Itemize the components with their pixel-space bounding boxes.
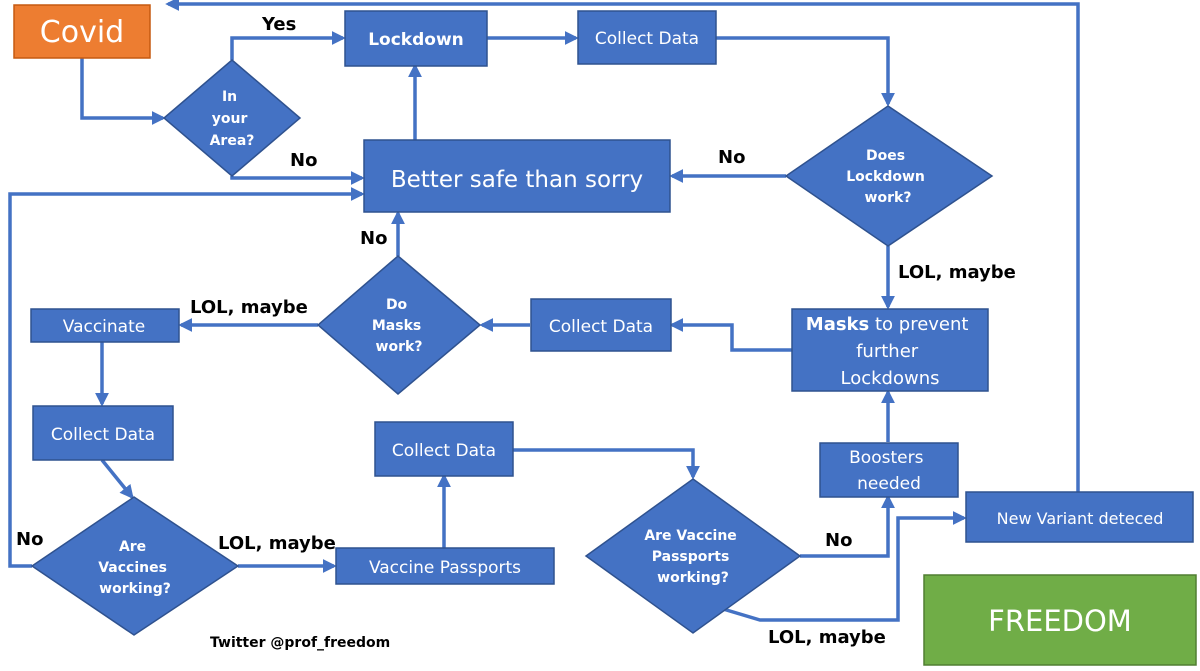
node-do-masks-work: Do Masks work? [316, 255, 482, 395]
credit-text: Twitter @prof_freedom [210, 635, 390, 651]
node-collect-data-2-label: Collect Data [549, 317, 653, 337]
node-lockdown: Lockdown [344, 10, 488, 67]
node-vaccinate: Vaccinate [30, 308, 180, 343]
node-masks-line-1-rest: to prevent [869, 314, 968, 335]
edge-collect-data-1-to-lockdown-work [716, 36, 895, 107]
svg-text:In your Area?: In your Area? [210, 89, 255, 149]
node-are-passports-working: Are Vaccine Passports working? [584, 478, 802, 634]
node-in-your-area-line-1: In [222, 89, 237, 105]
node-collect-data-3: Collect Data [32, 405, 174, 461]
node-freedom-label: FREEDOM [988, 604, 1132, 638]
edge-area-no-to-better-safe [230, 171, 365, 185]
node-passports-working-line-3: working? [657, 570, 729, 586]
svg-text:Boosters needed: Boosters needed [849, 448, 929, 494]
edge-collect-data-4-to-passports-working [513, 448, 700, 480]
node-vaccine-passports-label: Vaccine Passports [369, 558, 521, 578]
node-vaccinate-label: Vaccinate [63, 317, 145, 337]
label-vaccines-no: No [16, 529, 43, 550]
svg-text:Do Masks work?: Do Masks work? [372, 297, 426, 355]
svg-text:Are Vaccines w: Are Vaccines working? [98, 539, 172, 597]
node-freedom: FREEDOM [923, 574, 1197, 666]
edges [8, 0, 1080, 622]
node-new-variant: New Variant deteced [965, 491, 1194, 543]
node-does-lockdown-work-line-2: Lockdown [846, 169, 925, 185]
node-better-safe-label: Better safe than sorry [391, 167, 643, 193]
node-covid: Covid [13, 4, 151, 59]
node-are-vaccines-working: Are Vaccines working? [30, 496, 240, 636]
node-do-masks-work-line-3: work? [376, 339, 423, 355]
node-covid-label: Covid [40, 15, 124, 50]
node-passports-working-line-2: Passports [652, 549, 730, 565]
label-masks-maybe: LOL, maybe [190, 297, 308, 318]
node-collect-data-1: Collect Data [577, 10, 717, 65]
node-masks-line-2: further [856, 341, 919, 362]
node-masks-line-3: Lockdowns [841, 368, 940, 389]
edge-covid-to-area [80, 58, 166, 125]
label-area-no: No [290, 150, 317, 171]
edge-collect-data-3-to-vaccines-working [100, 458, 134, 500]
node-collect-data-4: Collect Data [374, 421, 514, 477]
edge-masks-to-collect-data-2 [669, 318, 792, 352]
edge-passports-no-to-boosters [800, 494, 895, 558]
node-does-lockdown-work-line-1: Does [866, 148, 905, 164]
nodes: Covid In your Area? Lockdown Collect Dat… [13, 4, 1197, 666]
node-does-lockdown-work: Does Lockdown work? [784, 105, 994, 247]
node-vaccines-working-line-2: Vaccines [98, 560, 167, 576]
label-masks-no: No [360, 228, 387, 249]
node-collect-data-4-label: Collect Data [392, 441, 496, 461]
node-new-variant-label: New Variant deteced [997, 509, 1164, 528]
edge-new-variant-to-covid [165, 0, 1080, 492]
label-area-yes: Yes [261, 14, 296, 35]
node-do-masks-work-line-1: Do [386, 297, 408, 313]
node-boosters-line-1: Boosters [849, 448, 923, 468]
node-do-masks-work-line-2: Masks [372, 318, 421, 334]
svg-text:Masks to prevent furth: Masks to prevent further Lockdowns [806, 314, 974, 389]
node-in-your-area-line-2: your [212, 111, 248, 127]
edge-labels: Yes No No LOL, maybe No LOL, maybe No LO… [16, 14, 1016, 648]
label-vaccines-maybe: LOL, maybe [218, 533, 336, 554]
label-lockdown-maybe: LOL, maybe [898, 262, 1016, 283]
svg-text:Does Lockdown: Does Lockdown work? [846, 148, 930, 206]
label-passports-no: No [825, 530, 852, 551]
node-collect-data-2: Collect Data [530, 298, 672, 352]
edge-passports-maybe-to-new-variant [692, 511, 967, 622]
node-does-lockdown-work-line-3: work? [865, 190, 912, 206]
node-collect-data-1-label: Collect Data [595, 29, 699, 49]
label-passports-maybe: LOL, maybe [768, 627, 886, 648]
node-collect-data-3-label: Collect Data [51, 425, 155, 445]
node-masks-to-prevent: Masks to prevent further Lockdowns [791, 308, 989, 392]
node-masks-bold-word: Masks [806, 314, 869, 335]
node-better-safe-than-sorry: Better safe than sorry [363, 139, 671, 213]
node-in-your-area-line-3: Area? [210, 133, 255, 149]
node-boosters-line-2: needed [857, 474, 921, 494]
node-vaccine-passports: Vaccine Passports [335, 547, 555, 585]
label-lockdown-no: No [718, 147, 745, 168]
node-vaccines-working-line-1: Are [119, 539, 146, 555]
node-lockdown-label: Lockdown [368, 30, 464, 50]
svg-text:Are Vaccine Passports: Are Vaccine Passports working? [644, 528, 741, 586]
node-vaccines-working-line-3: working? [99, 581, 171, 597]
node-in-your-area: In your Area? [162, 59, 302, 177]
edge-area-yes-to-lockdown [230, 31, 346, 60]
node-passports-working-line-1: Are Vaccine [644, 528, 736, 544]
edge-vaccines-no-to-better-safe [8, 187, 365, 568]
node-boosters-needed: Boosters needed [819, 442, 959, 498]
